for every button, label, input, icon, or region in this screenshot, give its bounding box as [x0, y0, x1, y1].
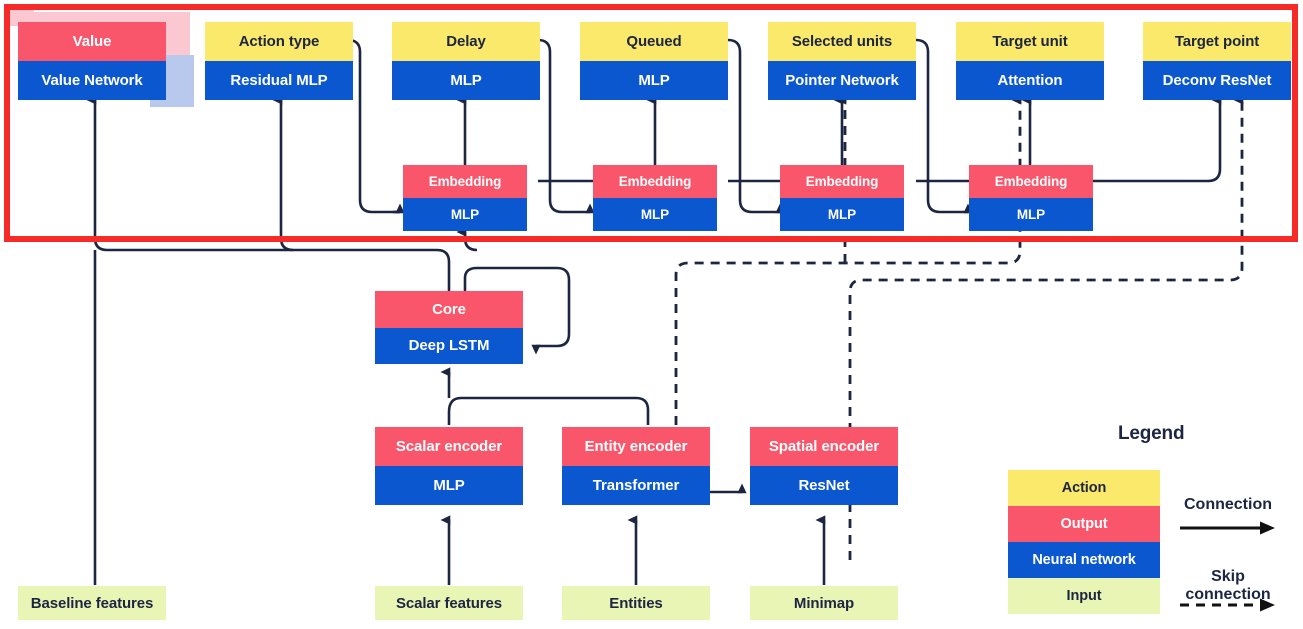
node-target-point[interactable]: Target point Deconv ResNet	[1143, 22, 1291, 100]
node-embedding-2[interactable]: Embedding MLP	[593, 165, 717, 231]
node-scalar-features-label: Scalar features	[375, 586, 523, 620]
legend-swatch-action: Action	[1008, 470, 1160, 506]
solid-connections	[86, 38, 1222, 585]
node-entities-label: Entities	[562, 586, 710, 620]
node-embedding-3-network-label: MLP	[780, 198, 904, 231]
node-queued[interactable]: Queued MLP	[580, 22, 728, 100]
node-target-unit[interactable]: Target unit Attention	[956, 22, 1104, 100]
node-value-action-label: Value	[18, 22, 166, 61]
node-delay[interactable]: Delay MLP	[392, 22, 540, 100]
legend-swatch-neural-network: Neural network	[1008, 542, 1160, 578]
legend-connection-arrowhead	[1260, 521, 1275, 535]
node-embedding-3-output-label: Embedding	[780, 165, 904, 198]
edge-core-to-value-network	[86, 95, 451, 292]
node-selected-units[interactable]: Selected units Pointer Network	[768, 22, 916, 100]
node-action-type[interactable]: Action type Residual MLP	[205, 22, 353, 100]
node-scalar-encoder-network-label: MLP	[375, 466, 523, 505]
legend-swatch-stack: Action Output Neural network Input	[1008, 470, 1160, 614]
node-value-network-label: Value Network	[18, 61, 166, 100]
node-scalar-encoder[interactable]: Scalar encoder MLP	[375, 427, 523, 505]
node-baseline-features[interactable]: Baseline features	[18, 586, 166, 620]
legend-skip-label: Skip connection	[1178, 568, 1278, 604]
node-core-network-label: Deep LSTM	[375, 327, 523, 364]
node-entities[interactable]: Entities	[562, 586, 710, 620]
legend-skip-arrowhead	[1260, 598, 1275, 612]
node-entity-encoder-network-label: Transformer	[562, 466, 710, 505]
edge-core-to-embedding1	[456, 227, 478, 252]
edge-queued-to-embedding3	[727, 38, 785, 214]
node-spatial-encoder-output-label: Spatial encoder	[750, 427, 898, 466]
node-action-type-network-label: Residual MLP	[205, 61, 353, 100]
node-queued-action-label: Queued	[580, 22, 728, 61]
node-spatial-encoder-network-label: ResNet	[750, 466, 898, 505]
node-entity-encoder[interactable]: Entity encoder Transformer	[562, 427, 710, 505]
node-target-unit-action-label: Target unit	[956, 22, 1104, 61]
edge-core-to-residual-mlp	[272, 95, 294, 252]
node-core-output-label: Core	[375, 291, 523, 328]
node-embedding-4-output-label: Embedding	[969, 165, 1093, 198]
legend-skip-label-line1: Skip	[1211, 568, 1245, 585]
node-embedding-1-output-label: Embedding	[403, 165, 527, 198]
legend-connection-label: Connection	[1184, 496, 1272, 513]
node-embedding-4[interactable]: Embedding MLP	[969, 165, 1093, 231]
skip-spatial-encoder-to-deconv-resnet	[848, 95, 1244, 560]
edge-embedding4-to-deconv-resnet	[1093, 95, 1222, 183]
node-delay-action-label: Delay	[392, 22, 540, 61]
node-delay-network-label: MLP	[392, 61, 540, 100]
node-selected-units-network-label: Pointer Network	[768, 61, 916, 100]
edge-encoder-bus	[447, 396, 650, 425]
node-embedding-1[interactable]: Embedding MLP	[403, 165, 527, 231]
node-spatial-encoder[interactable]: Spatial encoder ResNet	[750, 427, 898, 505]
node-target-point-network-label: Deconv ResNet	[1143, 61, 1291, 100]
node-target-point-action-label: Target point	[1143, 22, 1291, 61]
node-embedding-2-output-label: Embedding	[593, 165, 717, 198]
legend-swatch-output: Output	[1008, 506, 1160, 542]
edge-core-recurrent-loop	[463, 266, 571, 355]
node-embedding-1-network-label: MLP	[403, 198, 527, 231]
node-entity-encoder-output-label: Entity encoder	[562, 427, 710, 466]
node-embedding-2-network-label: MLP	[593, 198, 717, 231]
node-baseline-features-label: Baseline features	[18, 586, 166, 620]
skip-entity-encoder-to-pointer-network	[674, 95, 1022, 425]
legend-skip-label-line2: connection	[1185, 585, 1271, 603]
node-action-type-action-label: Action type	[205, 22, 353, 61]
node-minimap[interactable]: Minimap	[750, 586, 898, 620]
edge-delay-to-embedding2	[537, 38, 595, 214]
legend-title: Legend	[1118, 423, 1185, 444]
node-core[interactable]: Core Deep LSTM	[375, 291, 523, 364]
legend-arrows	[1180, 521, 1275, 612]
legend-swatch-input: Input	[1008, 578, 1160, 614]
node-selected-units-action-label: Selected units	[768, 22, 916, 61]
node-scalar-features[interactable]: Scalar features	[375, 586, 523, 620]
node-embedding-4-network-label: MLP	[969, 198, 1093, 231]
node-target-unit-network-label: Attention	[956, 61, 1104, 100]
node-embedding-3[interactable]: Embedding MLP	[780, 165, 904, 231]
edge-action-type-to-embedding1	[347, 38, 405, 214]
node-queued-network-label: MLP	[580, 61, 728, 100]
node-value[interactable]: Value Value Network	[18, 22, 166, 100]
edge-selected-units-to-embedding4	[915, 38, 973, 214]
node-scalar-encoder-output-label: Scalar encoder	[375, 427, 523, 466]
node-minimap-label: Minimap	[750, 586, 898, 620]
